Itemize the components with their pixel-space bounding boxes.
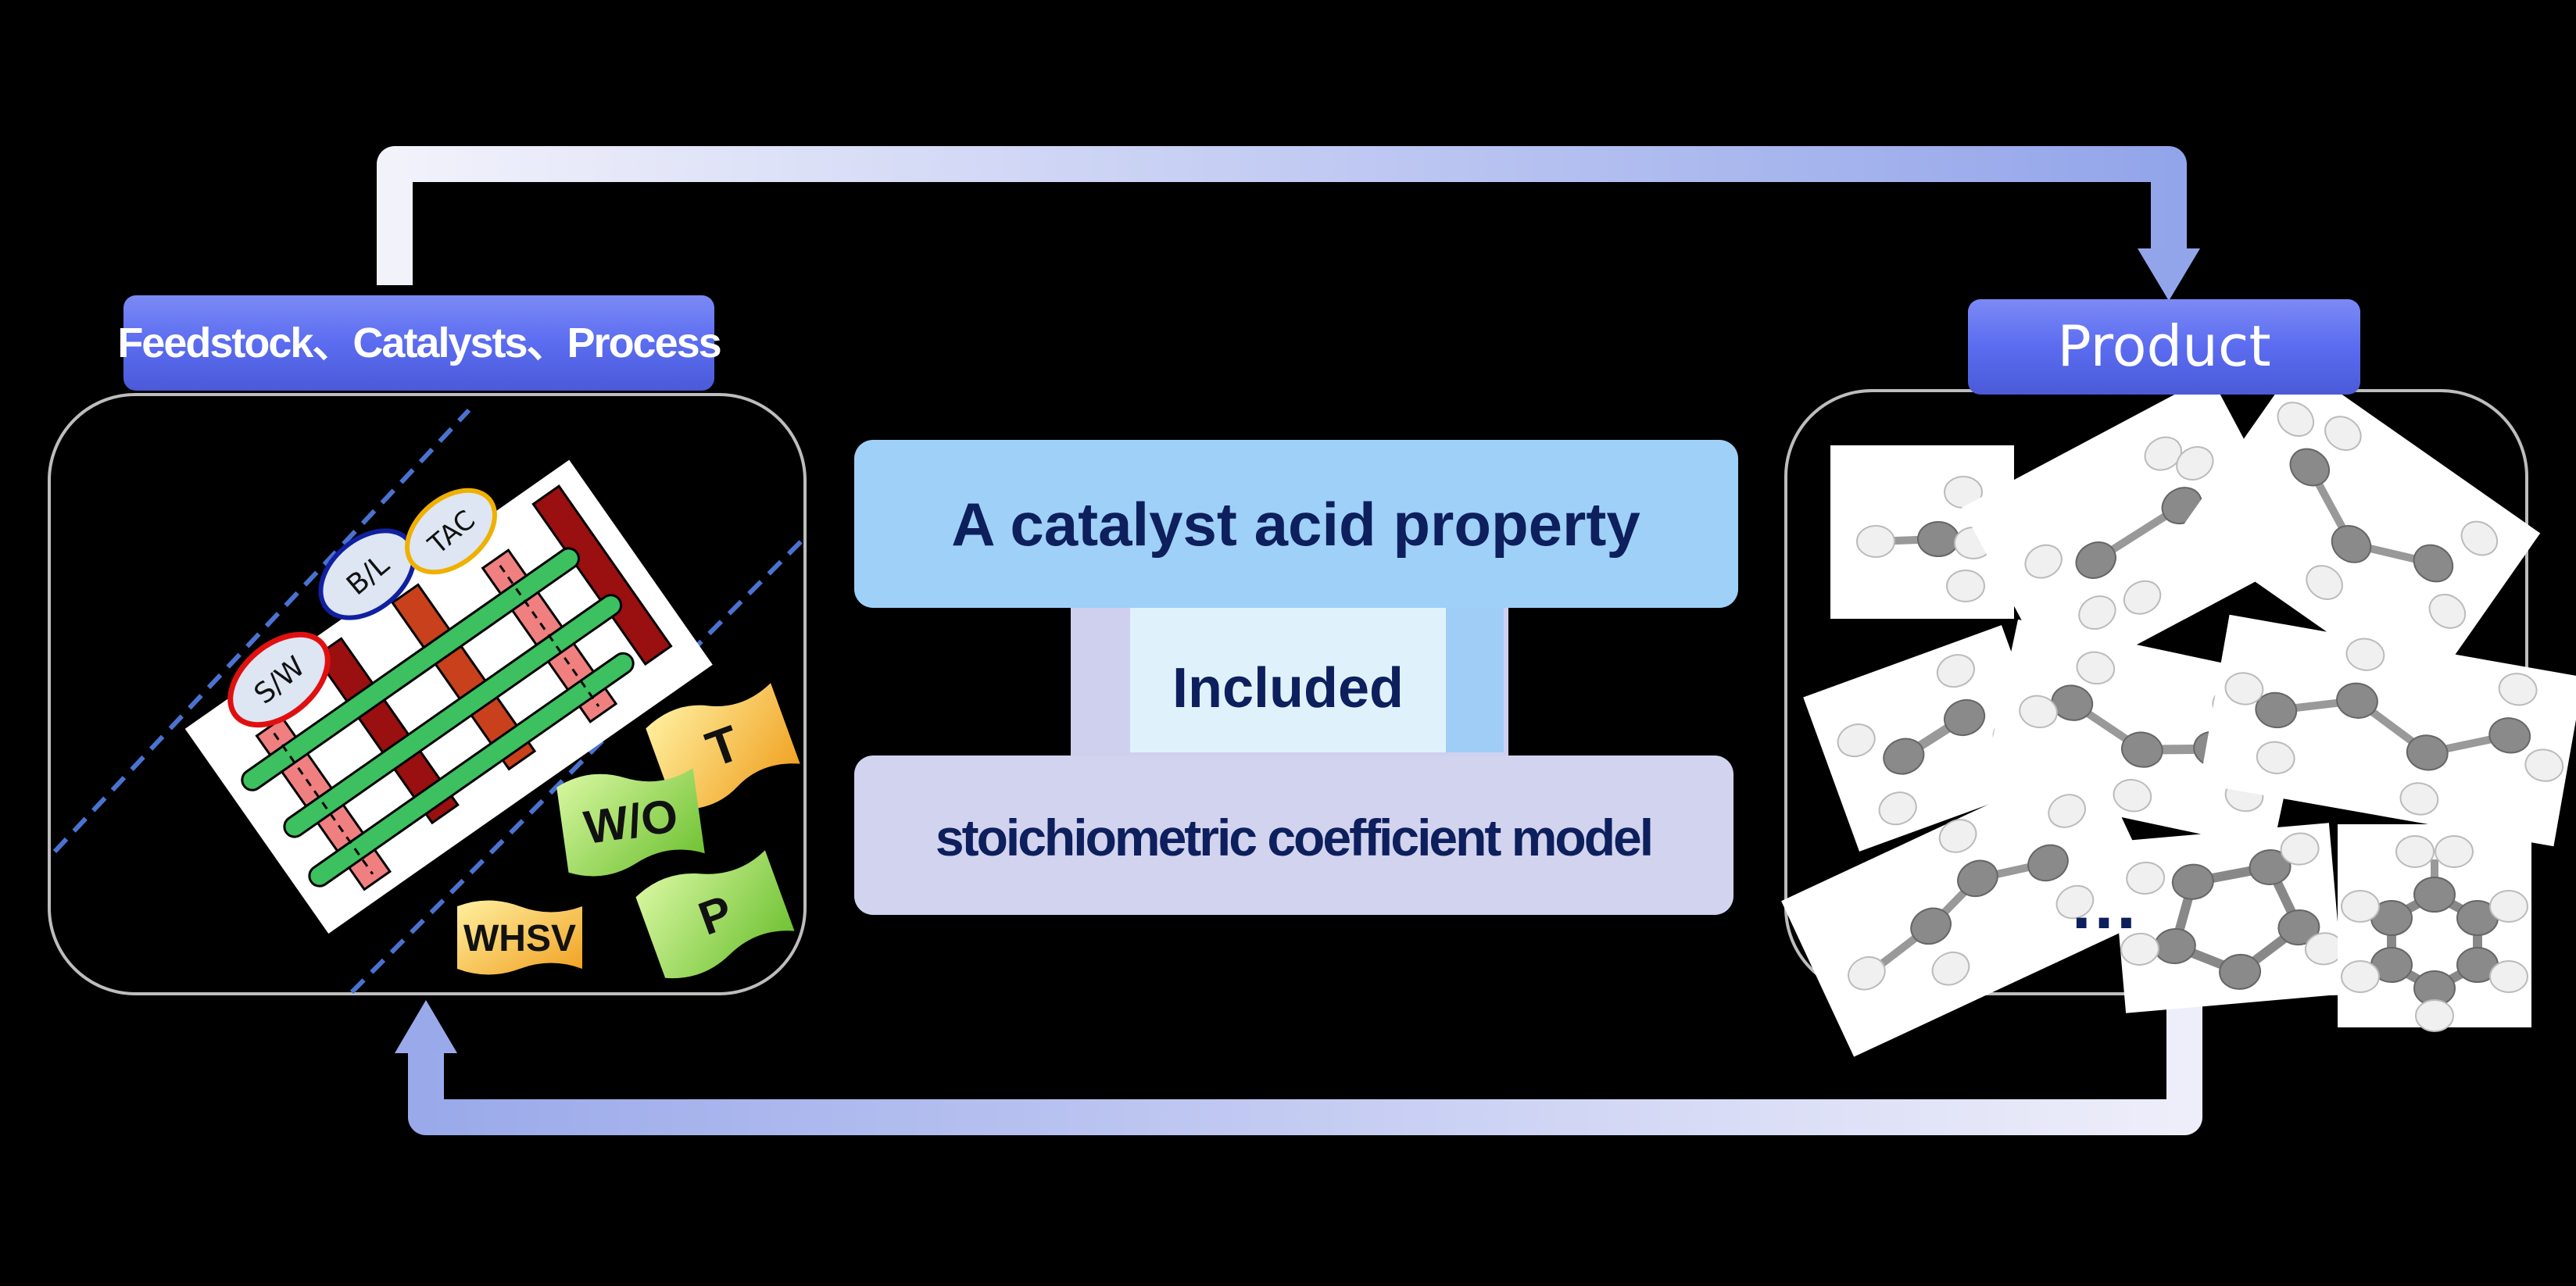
input-title-label: Feedstock、Catalysts、Process: [117, 295, 722, 391]
svg-text:W/O: W/O: [581, 789, 681, 854]
molecule-cyclopentane: [2110, 823, 2345, 1013]
acid-label-tac: TAC: [405, 488, 497, 575]
molecule-ethylene: [1803, 625, 2058, 852]
bottom-flow-arrow: [395, 1000, 2202, 1135]
molecule-butene: [2199, 614, 2576, 847]
catalyst-framework-image: [184, 459, 713, 934]
svg-text:stoichiometric coefficient mod: stoichiometric coefficient model: [936, 809, 1651, 866]
molecule-ethane: [1962, 375, 2306, 688]
acid-label-bl: B/L: [318, 528, 417, 620]
top-flow-arrow: [377, 146, 2200, 301]
molecule-toluene: [2338, 824, 2531, 1032]
molecule-pentadiene: [1781, 756, 2166, 1057]
model-block: A catalyst acid property Included stoich…: [854, 440, 1738, 915]
process-flag-pressure: P: [635, 850, 795, 979]
svg-text:Included: Included: [1172, 657, 1404, 720]
svg-text:Feedstock、Catalysts、Process: Feedstock、Catalysts、Process: [117, 320, 720, 366]
product-title-label: Product: [1968, 299, 2360, 395]
svg-text:WHSV: WHSV: [463, 918, 576, 959]
divider-line: [349, 537, 806, 995]
input-panel: S/W B/L TAC T W/O P WHSV: [48, 393, 807, 995]
arrowhead-icon: [395, 1000, 457, 1053]
svg-text:Product: Product: [2057, 313, 2270, 379]
divider-line: [52, 408, 471, 854]
more-products-ellipsis: …: [2069, 866, 2139, 944]
stoichiometric-model-box: [854, 756, 1733, 915]
process-flag-whsv: WHSV: [457, 900, 582, 975]
acid-label-sw: S/W: [227, 631, 331, 728]
molecule-propane: [2180, 363, 2541, 700]
acid-property-box: [854, 440, 1738, 608]
product-panel: …: [1781, 363, 2576, 1057]
arrowhead-icon: [2138, 248, 2200, 301]
process-flag-wo: W/O: [556, 768, 705, 877]
svg-text:A catalyst acid property: A catalyst acid property: [951, 490, 1640, 559]
